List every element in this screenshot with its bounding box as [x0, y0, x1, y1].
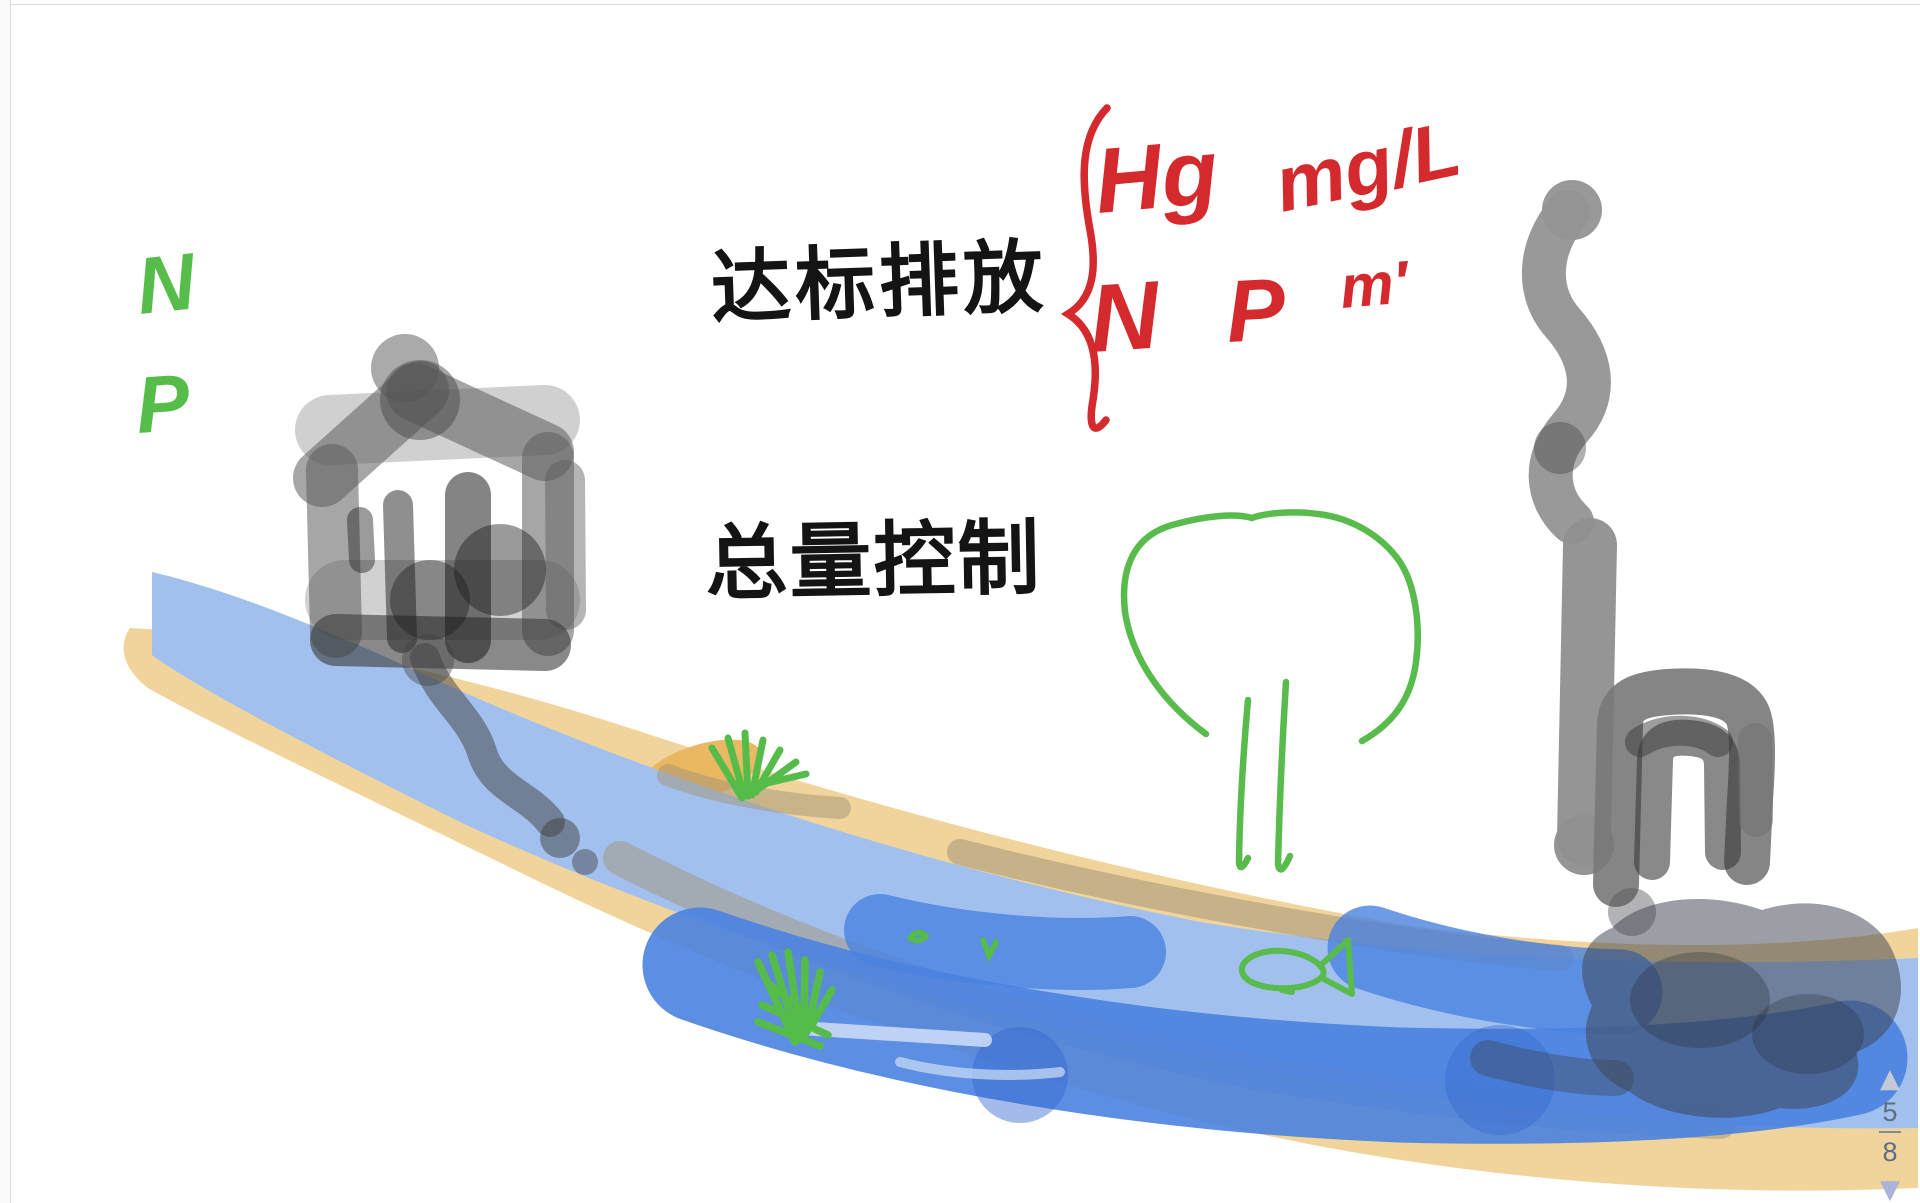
next-page-button[interactable]: ▼ [1880, 1174, 1900, 1203]
total-amount-control-label: 总量控制 [705, 513, 1043, 610]
factory-drawing [1522, 180, 1775, 907]
green-n-label: N [132, 236, 201, 331]
page-border-top [11, 4, 1920, 5]
bank-shadow-grass [657, 764, 851, 819]
tree-canopy [1120, 509, 1421, 745]
page-margin-strip [0, 0, 10, 1203]
house-drawing [293, 334, 586, 671]
tree-trunk [1235, 678, 1294, 873]
grass-tuft-upper [708, 729, 810, 802]
page-border-left [10, 0, 11, 1203]
page-number-divider [1879, 1131, 1901, 1134]
water-plant-marks [907, 929, 999, 963]
red-m-prime-label: m′ [1337, 248, 1413, 321]
red-hg-label: Hg [1091, 121, 1222, 233]
tree-drawing [1120, 509, 1421, 873]
red-n-label: N [1086, 261, 1164, 373]
red-brace-drawing [1060, 104, 1111, 432]
fish-drawing [1238, 937, 1355, 997]
factory-pollution-plume [1470, 888, 1901, 1118]
factory-chimney [1557, 518, 1617, 865]
red-p-label: P [1224, 259, 1288, 361]
factory-smoke [1522, 190, 1611, 544]
previous-page-button[interactable]: ▲ [1880, 1064, 1900, 1094]
current-page-number: 5 [1882, 1097, 1898, 1127]
page-navigation: ▲ 5 8 ▼ [1867, 1066, 1913, 1203]
total-page-number: 8 [1882, 1137, 1898, 1168]
green-p-label: P [133, 357, 193, 450]
grass-tuft-lower [754, 948, 836, 1050]
discharge-standard-label: 达标排放 [709, 232, 1048, 333]
red-unit-label: mg/L [1267, 104, 1468, 229]
house-discharge-drawing [402, 634, 598, 875]
